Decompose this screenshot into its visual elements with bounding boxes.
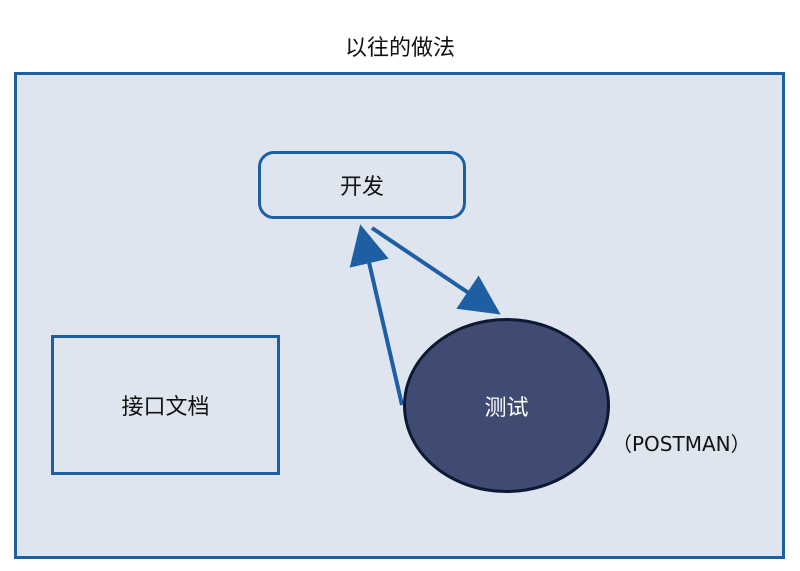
dev-node-label: 开发	[339, 175, 384, 200]
test-node-label: 测试	[484, 395, 529, 421]
api-doc-node-label: 接口文档	[121, 395, 210, 420]
arrow-dev-to-test	[370, 226, 501, 315]
test-tool-label: （POSTMAN）	[612, 432, 751, 456]
diagram-title: 以往的做法	[344, 36, 455, 61]
api-doc-node: 接口文档	[51, 335, 280, 475]
test-node: 测试	[403, 318, 610, 493]
arrow-test-to-dev	[349, 224, 404, 406]
dev-node: 开发	[258, 151, 466, 219]
